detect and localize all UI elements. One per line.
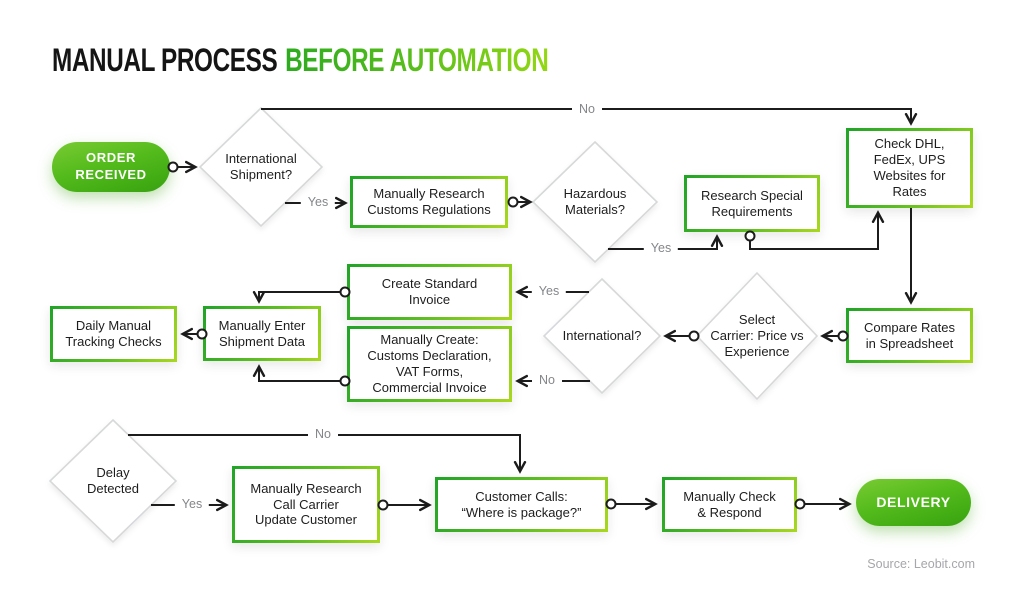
process-call-carrier: Manually Research Call Carrier Update Cu…	[232, 466, 380, 543]
connector-dot	[744, 230, 756, 242]
edge-label-delay-no: No	[308, 427, 338, 442]
edge-standard-invoice-to-enter-shipment	[252, 290, 340, 304]
decision-label-international-shipment: International Shipment?	[225, 151, 297, 182]
edge-manual-create-to-enter-shipment	[252, 364, 340, 382]
end-node-delivery: DELIVERY	[856, 479, 971, 526]
title-text-green: BEFORE AUTOMATION	[285, 42, 549, 78]
edge-label-delay-yes: Yes	[174, 497, 210, 512]
edge-label-shipment-yes: Yes	[300, 195, 336, 210]
connector-dot	[507, 196, 519, 208]
edge-label-shipment-no: No	[572, 102, 602, 117]
process-check-respond: Manually Check & Respond	[662, 477, 797, 532]
edge-label-international-yes: Yes	[531, 284, 567, 299]
start-node-order-received: ORDER RECEIVED	[52, 142, 170, 192]
process-customer-calls: Customer Calls: “Where is package?”	[435, 477, 608, 532]
decision-label-delay-detected: Delay Detected	[86, 465, 140, 496]
decision-label-hazardous-materials: Hazardous Materials?	[563, 186, 627, 217]
process-enter-shipment-data: Manually Enter Shipment Data	[203, 306, 321, 361]
process-standard-invoice: Create Standard Invoice	[347, 264, 512, 320]
process-manual-create-docs: Manually Create: Customs Declaration, VA…	[347, 326, 512, 402]
process-compare-rates: Compare Rates in Spreadsheet	[846, 308, 973, 363]
title-text-black: MANUAL PROCESS	[52, 42, 278, 78]
process-check-websites: Check DHL, FedEx, UPS Websites for Rates	[846, 128, 973, 208]
decision-label-international: International?	[562, 328, 642, 344]
edge-label-hazmat-yes: Yes	[643, 241, 679, 256]
edge-label-international-no: No	[532, 373, 562, 388]
process-tracking-checks: Daily Manual Tracking Checks	[50, 306, 177, 362]
process-special-requirements: Research Special Requirements	[684, 175, 820, 232]
process-research-customs: Manually Research Customs Regulations	[350, 176, 508, 228]
source-credit: Source: Leobit.com	[867, 557, 975, 571]
decision-label-select-carrier: Select Carrier: Price vs Experience	[710, 312, 804, 359]
